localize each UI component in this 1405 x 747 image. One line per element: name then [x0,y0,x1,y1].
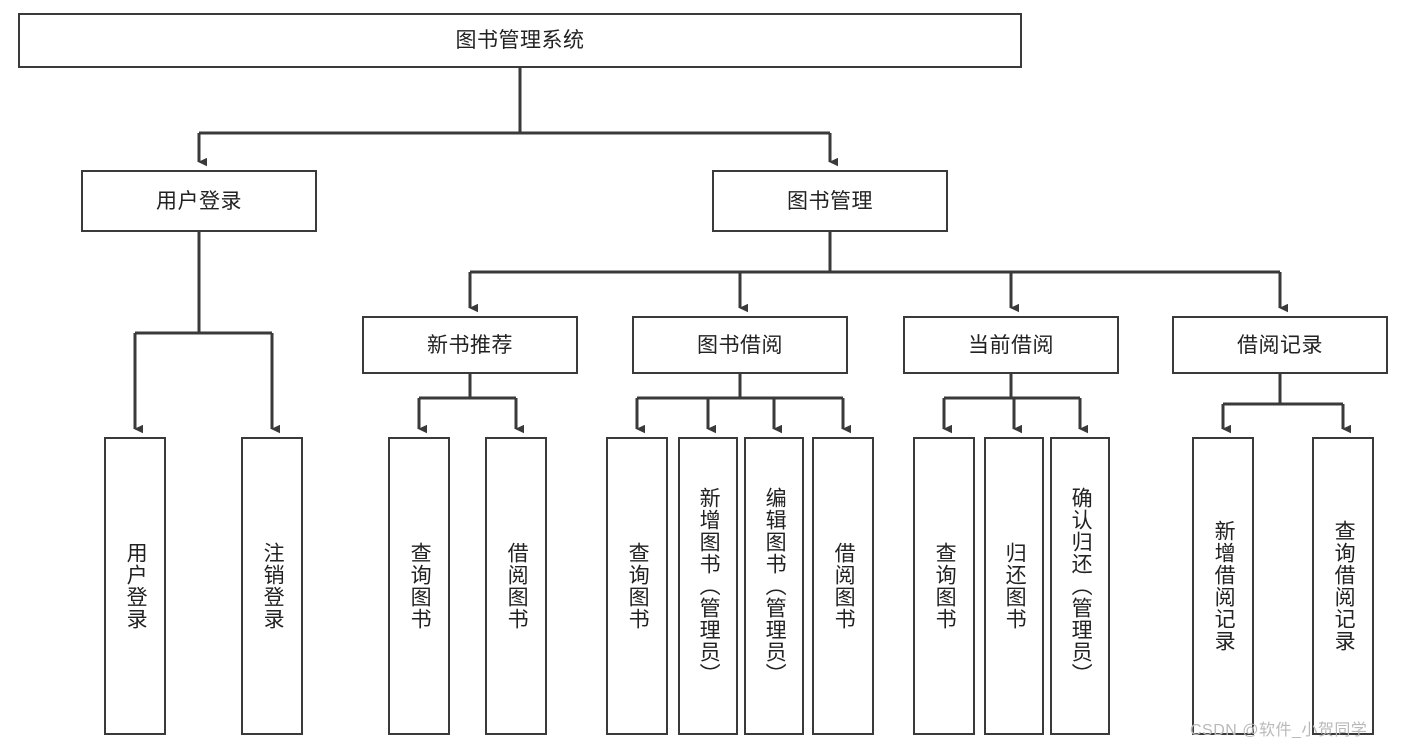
node-book-borrow[interactable]: 图书借阅 [632,316,848,374]
node-leaf-logout-label: 注销登录 [261,542,285,630]
node-borrow-records[interactable]: 借阅记录 [1172,316,1388,374]
node-leaf-query-book-new[interactable]: 查询图书 [388,437,450,735]
node-leaf-query-borrow-record-label: 查询借阅记录 [1332,520,1356,652]
node-leaf-return-book[interactable]: 归还图书 [984,437,1044,735]
node-leaf-edit-book-admin[interactable]: 编辑图书（管理员） [744,437,804,735]
node-leaf-borrow-book-new[interactable]: 借阅图书 [485,437,547,735]
node-leaf-add-borrow-record[interactable]: 新增借阅记录 [1192,437,1254,735]
node-leaf-borrow-book[interactable]: 借阅图书 [812,437,874,735]
node-root[interactable]: 图书管理系统 [18,13,1022,68]
node-leaf-query-book-current-label: 查询图书 [933,542,957,630]
node-leaf-add-book-admin-label: 新增图书（管理员） [697,487,721,685]
node-leaf-add-borrow-record-label: 新增借阅记录 [1212,520,1236,652]
node-new-book-recommend-label: 新书推荐 [427,333,513,357]
node-leaf-edit-book-admin-label: 编辑图书（管理员） [763,487,787,685]
node-leaf-logout[interactable]: 注销登录 [241,437,303,735]
node-book-management-label: 图书管理 [787,189,873,213]
node-leaf-user-login[interactable]: 用户登录 [104,437,166,735]
node-leaf-borrow-book-new-label: 借阅图书 [505,542,529,630]
node-leaf-query-book-borrow-label: 查询图书 [626,542,650,630]
node-leaf-query-book-borrow[interactable]: 查询图书 [606,437,668,735]
node-user-login[interactable]: 用户登录 [81,170,317,232]
node-leaf-user-login-label: 用户登录 [124,542,148,630]
node-current-borrow[interactable]: 当前借阅 [903,316,1119,374]
node-borrow-records-label: 借阅记录 [1237,333,1323,357]
node-leaf-confirm-return-admin[interactable]: 确认归还（管理员） [1050,437,1110,735]
node-leaf-query-book-current[interactable]: 查询图书 [913,437,975,735]
node-leaf-add-book-admin[interactable]: 新增图书（管理员） [678,437,738,735]
node-book-management[interactable]: 图书管理 [712,170,948,232]
node-book-borrow-label: 图书借阅 [697,333,783,357]
node-user-login-label: 用户登录 [156,189,242,213]
node-leaf-return-book-label: 归还图书 [1003,542,1027,630]
node-leaf-query-book-new-label: 查询图书 [408,542,432,630]
node-leaf-confirm-return-admin-label: 确认归还（管理员） [1069,487,1093,685]
node-leaf-query-borrow-record[interactable]: 查询借阅记录 [1312,437,1374,735]
node-leaf-borrow-book-label: 借阅图书 [832,542,856,630]
node-current-borrow-label: 当前借阅 [968,333,1054,357]
node-new-book-recommend[interactable]: 新书推荐 [362,316,578,374]
node-root-label: 图书管理系统 [455,29,585,52]
